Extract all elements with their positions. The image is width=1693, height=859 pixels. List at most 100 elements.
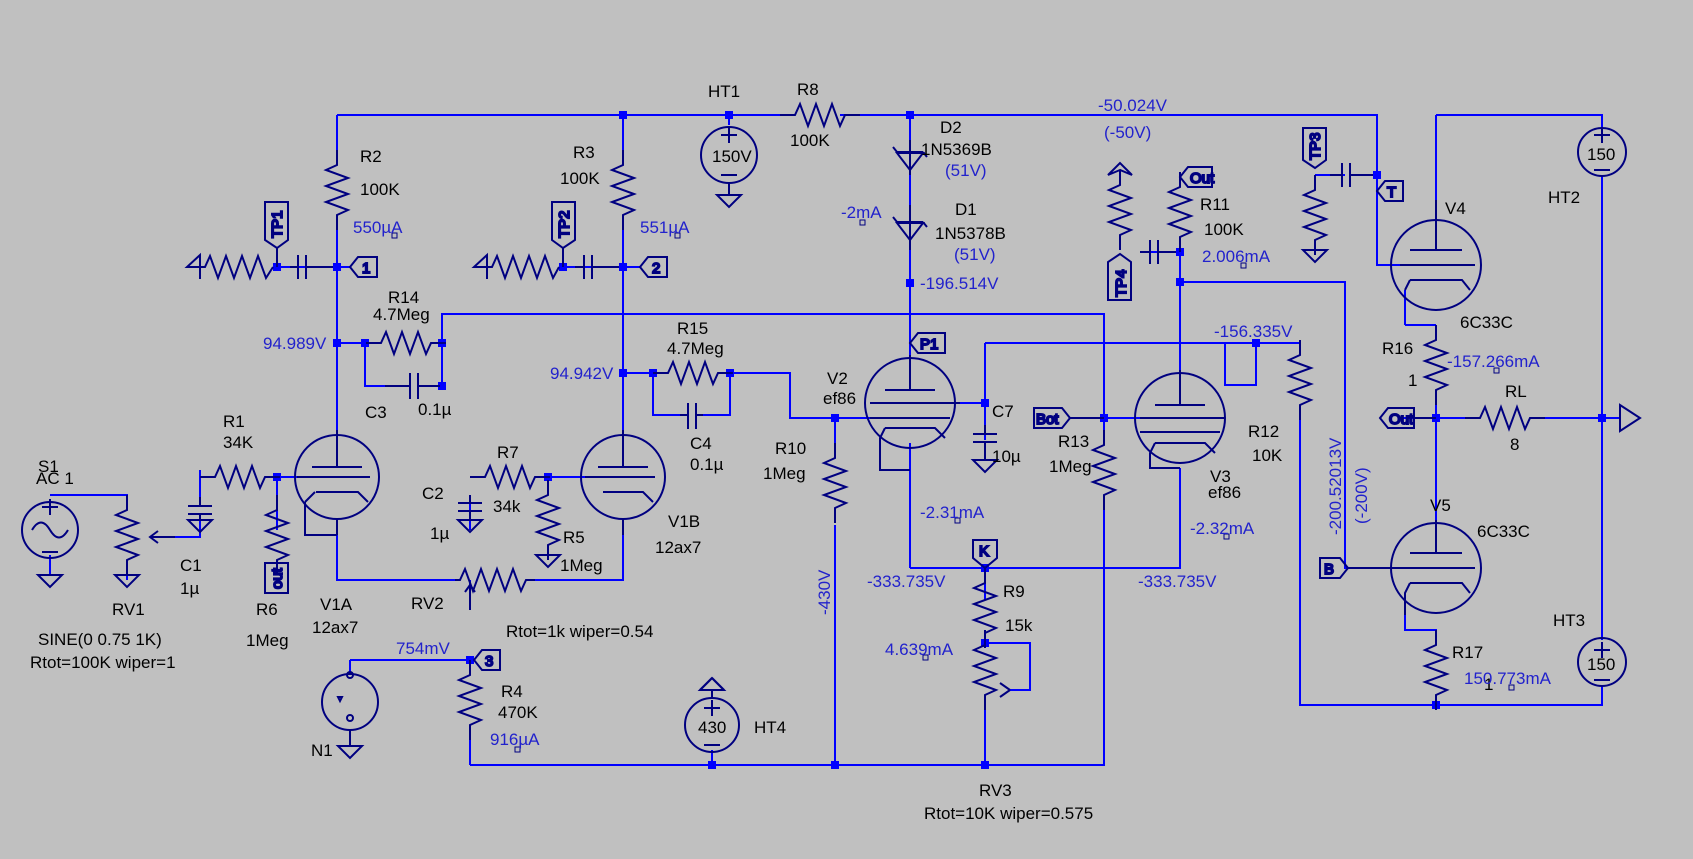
label-r16-value: 1 (1408, 371, 1417, 390)
resistor-r3 (611, 149, 635, 231)
label-v1b-value: 12ax7 (655, 538, 701, 557)
resistor-r2 (325, 149, 349, 231)
tube-v5 (1355, 520, 1482, 615)
capacitor-c4 (680, 403, 703, 429)
capacitor-c7 (973, 425, 997, 450)
op-v-94989: 94.989V (263, 334, 327, 353)
op-i-4639: 4.639mA (885, 640, 954, 659)
flag-out-r11: Out (1178, 166, 1216, 188)
tube-v1b (580, 430, 666, 535)
tube-v2 (864, 355, 960, 471)
op-v-200n: (-200V) (1352, 467, 1371, 524)
label-r10-value: 1Meg (763, 464, 806, 483)
resistor-tp4 (1108, 169, 1132, 251)
label-r1-value: 34K (223, 433, 254, 452)
resistor-tp1 (200, 253, 274, 281)
svg-text:B: B (1324, 561, 1334, 578)
label-rv2-params: Rtot=1k wiper=0.54 (506, 622, 653, 641)
label-rv3-ref: RV3 (979, 781, 1012, 800)
flag-b: B (1319, 557, 1355, 579)
voltage-source-ht1 (700, 126, 758, 209)
label-v2-ref: V2 (827, 369, 848, 388)
label-r13-value: 1Meg (1049, 457, 1092, 476)
svg-text:Out: Out (1389, 411, 1414, 428)
op-v-196: -196.514V (920, 274, 999, 293)
label-c2-value: 1µ (430, 524, 449, 543)
label-ht2-ref: HT2 (1548, 188, 1580, 207)
label-d1-ref: D1 (955, 200, 977, 219)
op-i-231: -2.31mA (920, 503, 985, 522)
op-v-430: -430V (815, 569, 834, 615)
label-r1-ref: R1 (223, 412, 245, 431)
resistor-r14 (365, 331, 447, 355)
label-v3-value: ef86 (1208, 483, 1241, 502)
svg-text:3: 3 (485, 653, 493, 670)
flag-tp2: TP2 (551, 201, 576, 267)
label-n1-ref: N1 (311, 741, 333, 760)
label-r4-value: 470K (498, 703, 538, 722)
voltage-source-ht3 (1577, 637, 1627, 687)
label-v3-ref: V3 (1210, 467, 1231, 486)
label-c7-value: 10µ (992, 447, 1021, 466)
resistor-r1 (199, 465, 281, 489)
label-v2-value: ef86 (823, 389, 856, 408)
label-r14-ref: R14 (388, 288, 419, 307)
op-v-200: -200.52013V (1326, 437, 1345, 535)
tube-v4 (1390, 200, 1482, 311)
grounds (112, 161, 1642, 691)
label-r3-ref: R3 (573, 143, 595, 162)
label-d2-ref: D2 (940, 118, 962, 137)
label-r2-ref: R2 (360, 147, 382, 166)
capacitor-tp2 (575, 255, 619, 279)
label-d2-note: (51V) (945, 161, 987, 180)
label-r4-ref: R4 (501, 682, 523, 701)
label-v1b-ref: V1B (668, 512, 700, 531)
label-r17-value: 1 (1484, 675, 1493, 694)
label-rv1-ref: RV1 (112, 600, 145, 619)
label-r7-ref: R7 (497, 443, 519, 462)
op-i-551: 551µA (640, 218, 690, 237)
flag-tp1: TP1 (264, 201, 289, 267)
label-r11-ref: R11 (1200, 195, 1230, 214)
label-r10-ref: R10 (775, 439, 806, 458)
label-v4-ref: V4 (1445, 199, 1466, 218)
label-s1-params2: Rtot=100K wiper=1 (30, 653, 176, 672)
svg-text:TP4: TP4 (1113, 269, 1130, 297)
label-rl-value: 8 (1510, 435, 1519, 454)
zener-d1 (892, 205, 928, 250)
capacitor-tp3 (1330, 163, 1373, 187)
resistor-r17 (1424, 629, 1448, 711)
label-ht1-value: 150V (712, 147, 752, 166)
label-c7-ref: C7 (992, 402, 1014, 421)
capacitor-c3 (385, 373, 440, 399)
label-s1-params1: SINE(0 0.75 1K) (38, 630, 162, 649)
flag-bot: Bot (1033, 407, 1104, 429)
op-v-50: (-50V) (1104, 123, 1151, 142)
flag-out-main: Out (1378, 407, 1436, 429)
capacitor-tp4 (1140, 240, 1176, 264)
label-rv2-ref: RV2 (411, 594, 444, 613)
capacitor-c1 (188, 497, 212, 520)
label-r15-value: 4.7Meg (667, 339, 724, 358)
op-i-2006: 2.006mA (1202, 247, 1271, 266)
op-i-550: 550µA (353, 218, 403, 237)
label-r9-ref: R9 (1003, 582, 1025, 601)
label-c4-value: 0.1µ (690, 455, 724, 474)
flag-tp3: TP3 (1302, 127, 1327, 170)
label-rl-ref: RL (1505, 382, 1527, 401)
flag-tp4: TP4 (1107, 252, 1132, 301)
op-v-94942: 94.942V (550, 364, 614, 383)
label-r5-value: 1Meg (560, 556, 603, 575)
tube-v1a (294, 430, 380, 536)
svg-text:P1: P1 (920, 336, 938, 353)
op-v-156: -156.335V (1214, 322, 1293, 341)
label-ht3-value: 150 (1587, 655, 1615, 674)
resistor-rl (1464, 406, 1546, 430)
resistor-r10 (823, 442, 847, 524)
label-r9-value: 15k (1005, 616, 1033, 635)
label-r7-value: 34k (493, 497, 521, 516)
label-r8-value: 100K (790, 131, 830, 150)
label-ht2-value: 150 (1587, 145, 1615, 164)
label-r5-ref: R5 (563, 528, 585, 547)
label-r8-ref: R8 (797, 80, 819, 99)
